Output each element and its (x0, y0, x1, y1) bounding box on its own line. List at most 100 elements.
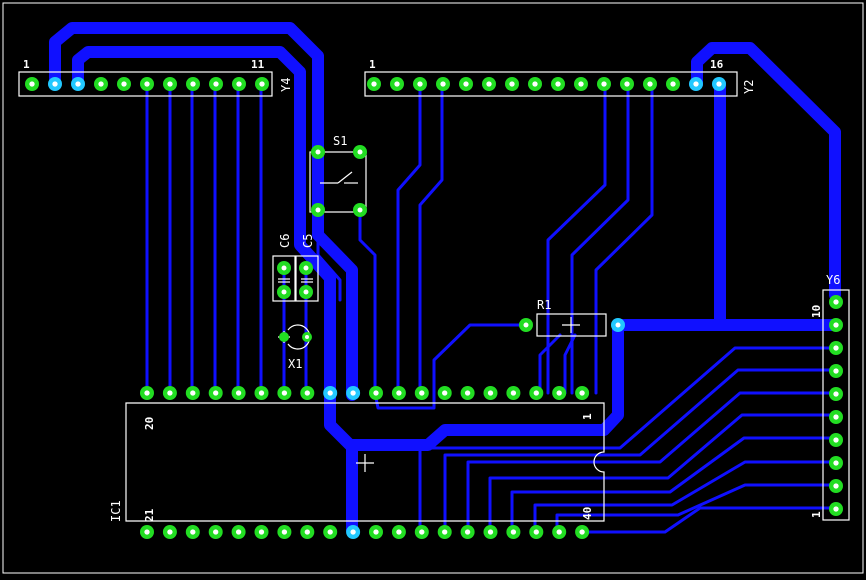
drill-hole (213, 390, 219, 396)
s1-ref-label: S1 (333, 134, 347, 148)
c5-outline (295, 255, 319, 302)
drill-hole (442, 529, 448, 535)
drill-hole (396, 529, 402, 535)
drill-hole (144, 529, 150, 535)
drill-hole (509, 81, 515, 87)
drill-hole (259, 81, 265, 87)
drill-hole (327, 529, 333, 535)
trace-s1-left (316, 208, 342, 302)
drill-hole (327, 390, 333, 396)
drill-hole (190, 390, 196, 396)
thick-traces (49, 22, 841, 536)
y4-pin-first-label: 1 (23, 58, 30, 71)
drill-hole (167, 529, 173, 535)
c5-ref-label: C5 (301, 234, 315, 248)
y2-outline (364, 71, 738, 97)
r1-ref-label: R1 (537, 298, 551, 312)
drill-hole (281, 390, 288, 396)
y2-ref-label: Y2 (742, 80, 756, 94)
y4-outline (18, 71, 273, 97)
drill-hole (555, 81, 561, 87)
ic1-outline (125, 402, 605, 522)
trace-y6-2 (580, 506, 837, 534)
ic1-chip: IC1 20 1 21 40 (109, 386, 605, 539)
y6-outline (822, 289, 850, 521)
drill-hole (578, 81, 584, 87)
drill-hole (419, 390, 425, 396)
ic1-ref-label: IC1 (109, 500, 123, 522)
drill-hole (833, 322, 839, 328)
ic1-pin40-label: 40 (581, 507, 594, 520)
drill-hole (213, 81, 219, 87)
x1-ref-label: X1 (288, 357, 302, 371)
y6-pin-first-label: 1 (810, 511, 823, 518)
drill-hole (833, 437, 839, 443)
drill-hole (833, 391, 839, 397)
drill-hole (190, 81, 196, 87)
drill-hole (281, 529, 288, 535)
drill-hole (440, 81, 446, 87)
drill-hole (167, 390, 173, 396)
drill-hole (350, 390, 356, 396)
drill-hole (236, 81, 242, 87)
s1-outline (309, 151, 367, 213)
drill-hole (258, 390, 265, 396)
drill-hole (556, 529, 562, 535)
drill-hole (510, 390, 517, 396)
drill-hole (304, 529, 310, 535)
drill-hole (144, 390, 150, 396)
drill-hole (833, 345, 839, 351)
thin-traces (145, 82, 837, 534)
drill-hole (693, 81, 699, 87)
y2-header: 1 16 Y2 (364, 58, 756, 97)
drill-hole (833, 368, 839, 374)
trace-r1-mid (538, 333, 562, 395)
drill-hole (75, 81, 81, 87)
drill-hole (556, 390, 562, 396)
y4-ref-label: Y4 (279, 78, 293, 92)
drill-hole (29, 81, 35, 87)
drill-hole (510, 529, 517, 535)
ic1-pin20-label: 20 (143, 417, 156, 430)
trace-y6-8 (443, 368, 837, 534)
trace-r1-mid2 (563, 333, 577, 395)
drill-hole (396, 390, 402, 396)
drill-hole (670, 81, 676, 87)
drill-hole (121, 81, 127, 87)
drill-hole (464, 390, 471, 396)
drill-hole (52, 81, 58, 87)
drill-hole (833, 414, 839, 420)
trace-r1-left (373, 323, 528, 410)
drill-hole (304, 390, 310, 396)
drill-hole (487, 529, 494, 535)
y6-pin-last-label: 10 (810, 305, 823, 318)
c6-ref-label: C6 (278, 234, 292, 248)
ic1-pin21-label: 21 (143, 508, 156, 522)
drill-hole (833, 460, 839, 466)
trace-y6-7 (466, 391, 837, 534)
drill-hole (144, 81, 150, 87)
drill-hole (463, 81, 469, 87)
trace-y6-5 (510, 436, 837, 534)
c6-outline (272, 255, 296, 302)
drill-hole (579, 529, 585, 535)
drill-hole (487, 390, 494, 396)
capacitors: C6 C5 (272, 234, 319, 302)
drill-hole (624, 81, 630, 87)
y2-pin-first-label: 1 (369, 58, 376, 71)
r1-outline (536, 313, 607, 337)
y4-pin-last-label: 11 (251, 58, 265, 71)
trace-y4-left-loop (49, 22, 358, 401)
drill-hole (579, 390, 585, 396)
drill-hole (258, 529, 265, 535)
trace-y2-right-loop (691, 42, 841, 301)
trace-s1-right (358, 208, 377, 395)
x1-crystal: X1 (278, 324, 312, 371)
drill-hole (833, 299, 839, 305)
trace-y2-3 (396, 82, 422, 395)
trace-y2-12 (570, 82, 630, 395)
drill-hole (190, 529, 196, 535)
drill-hole (98, 81, 104, 87)
